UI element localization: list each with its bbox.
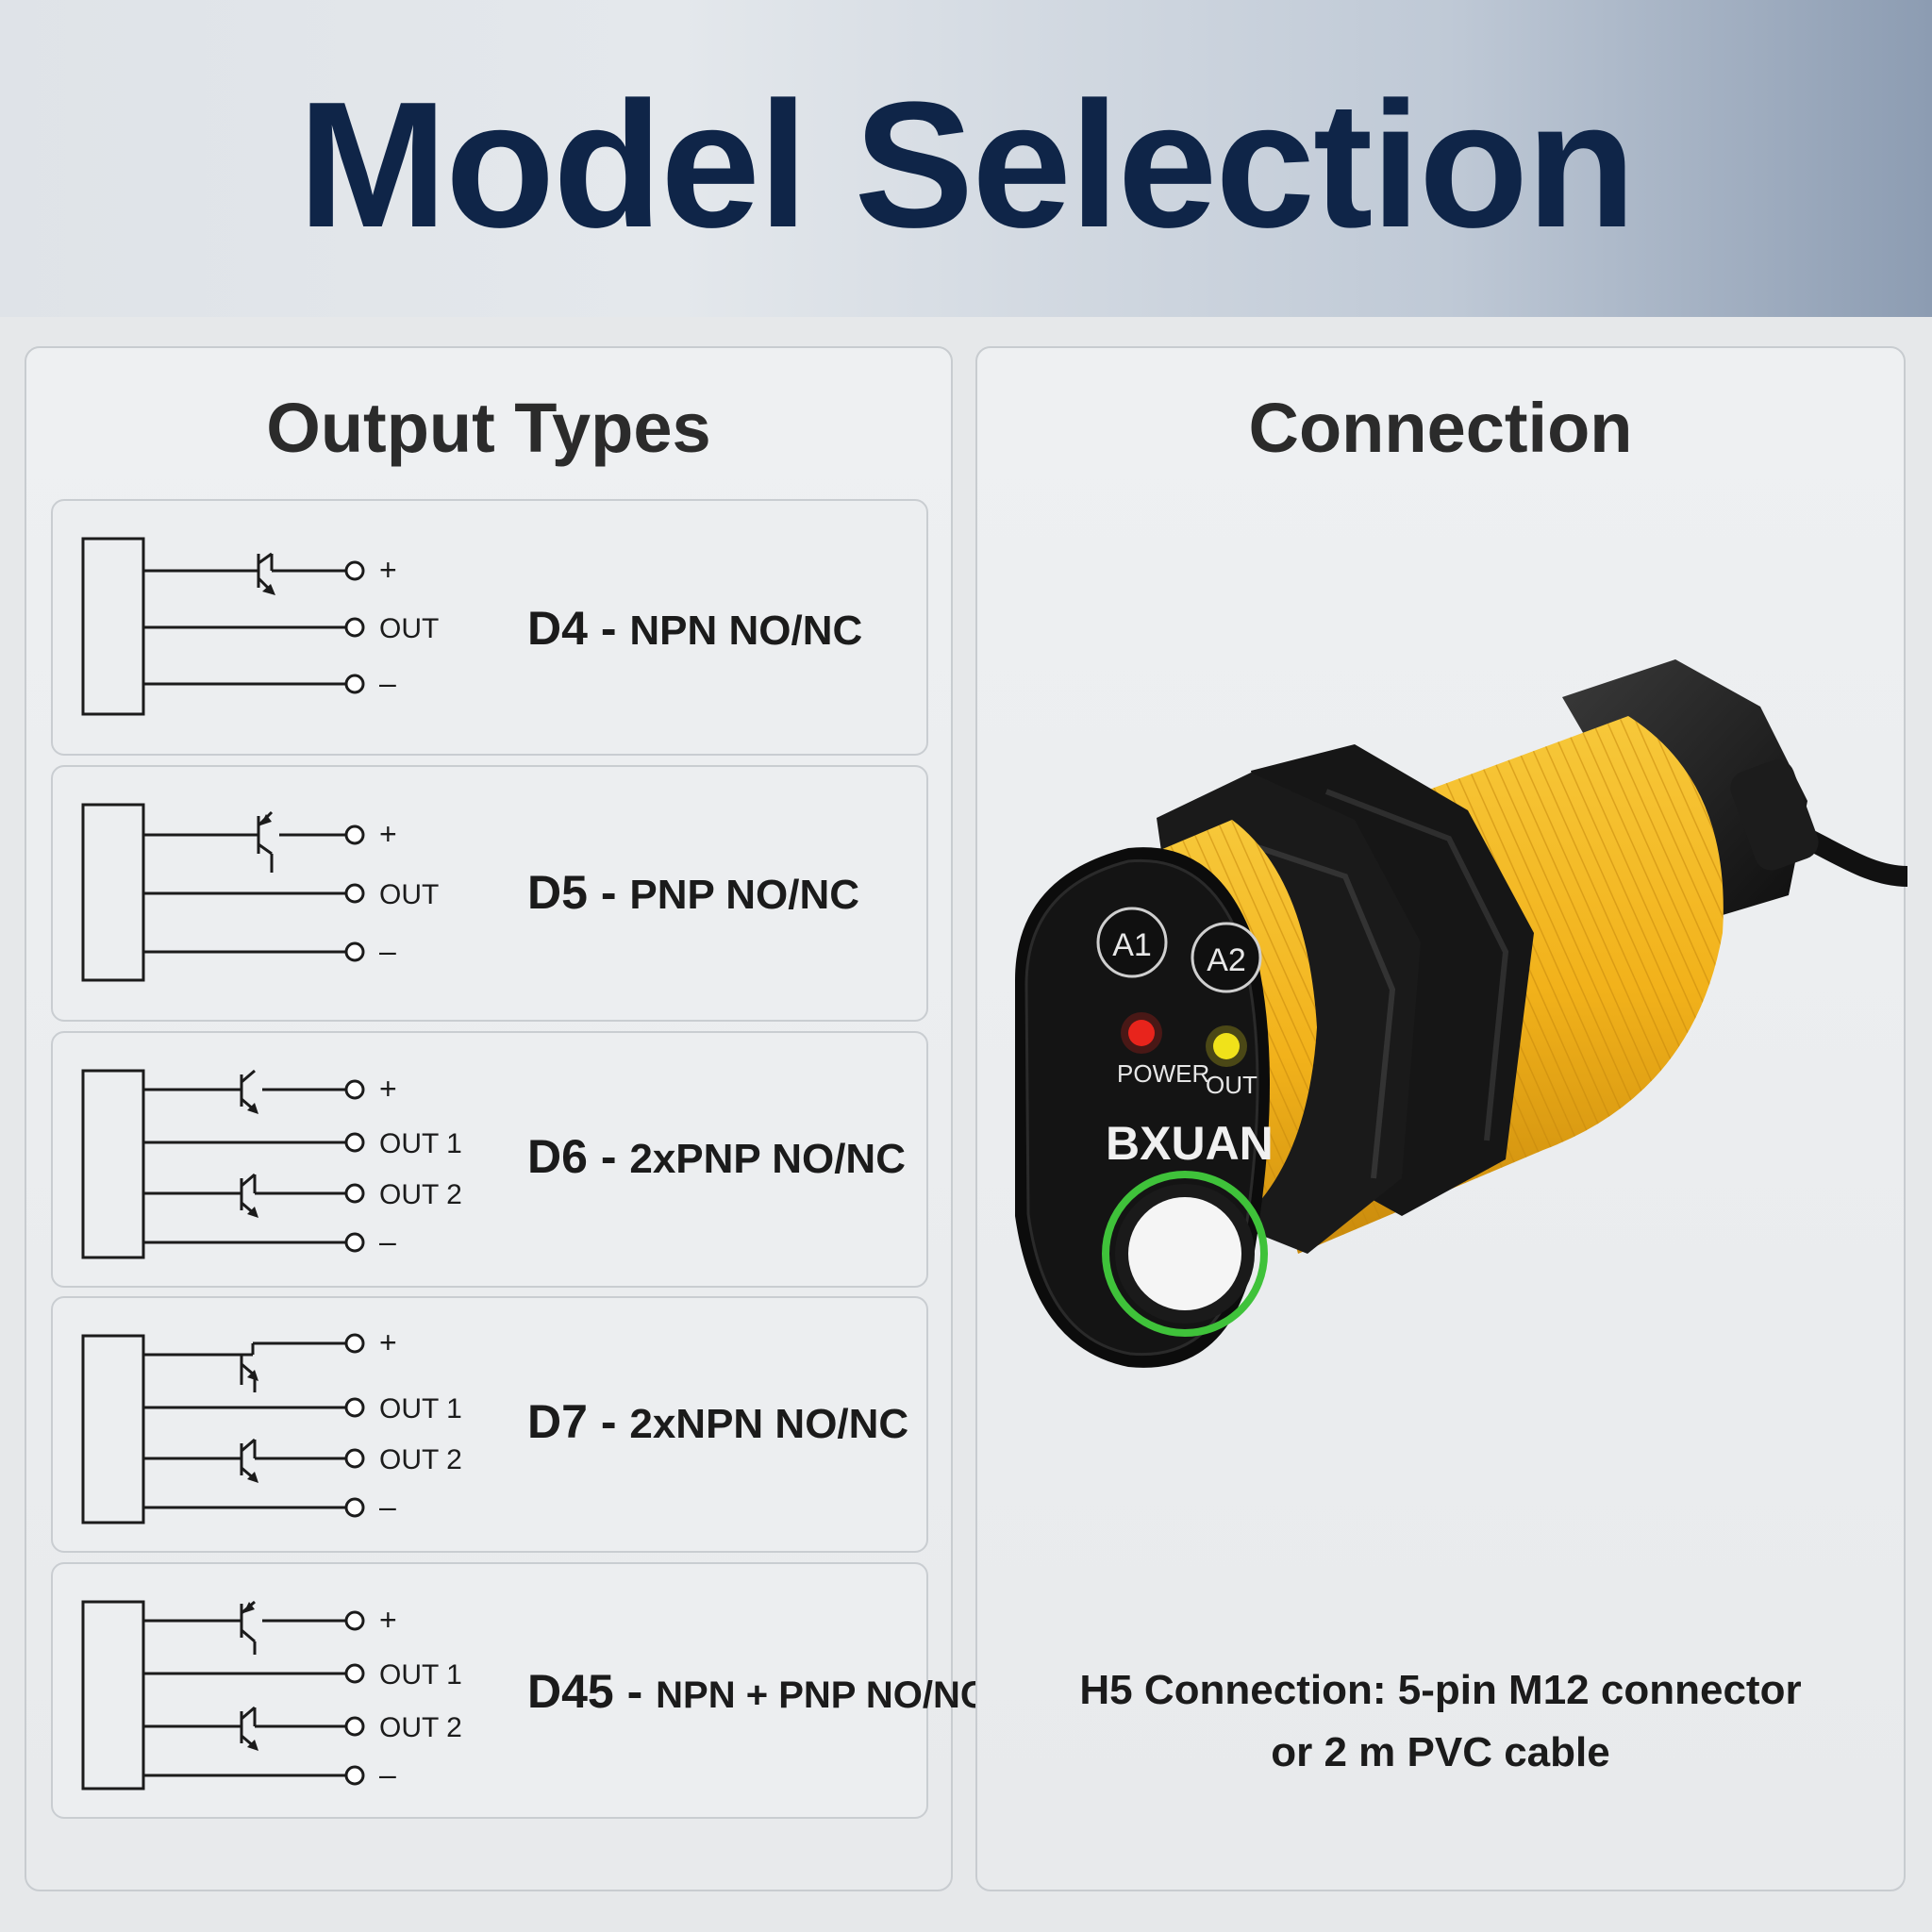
terminal-out1-label: OUT 1 <box>379 1659 462 1690</box>
pnp-wiring-diagram: + OUT – <box>81 803 439 982</box>
page-title: Model Selection <box>297 65 1636 265</box>
connection-note-line1: H5 Connection: 5-pin M12 connector <box>1079 1667 1802 1713</box>
model-code: D7 <box>527 1395 588 1448</box>
output-type-d45: + OUT 1 OUT 2 – D45 - NPN + PNP NO/NC <box>51 1562 988 1819</box>
output-types-heading: Output Types <box>266 389 711 467</box>
terminal-out2-label: OUT 2 <box>379 1712 462 1743</box>
terminal-out-label: OUT <box>379 613 439 644</box>
model-desc: NPN + PNP NO/NC <box>656 1674 988 1716</box>
terminal-plus-label: + <box>379 553 397 587</box>
npn-pnp-wiring-diagram: + OUT 1 OUT 2 – <box>81 1600 462 1791</box>
model-code-label: D7 - 2xNPN NO/NC <box>527 1398 908 1445</box>
dual-pnp-wiring-diagram: + OUT 1 OUT 2 – <box>81 1069 462 1259</box>
sensor-product-image: A1 A2 POWER OUT BXUAN <box>1015 659 1907 1368</box>
output-type-d7: + OUT 1 OUT 2 – D7 - 2xNPN NO/NC <box>51 1296 928 1553</box>
model-sep: - <box>613 1665 657 1718</box>
model-code: D5 <box>527 866 588 919</box>
connection-note: H5 Connection: 5-pin M12 connector or 2 … <box>977 1659 1904 1784</box>
model-sep: - <box>587 1395 630 1448</box>
npn-wiring-diagram: + OUT – <box>81 537 439 716</box>
model-desc: 2xNPN NO/NC <box>629 1401 909 1447</box>
model-code-label: D4 - NPN NO/NC <box>527 605 862 652</box>
connection-heading: Connection <box>1248 389 1633 467</box>
power-led-label: POWER <box>1117 1059 1209 1088</box>
output-type-d5: + OUT – D5 - PNP NO/NC <box>51 765 928 1022</box>
model-sep: - <box>587 602 630 655</box>
button-a2-label: A2 <box>1207 942 1246 978</box>
output-types-panel: Output Types + OUT – D4 - NPN NO <box>25 346 988 1891</box>
terminal-out2-label: OUT 2 <box>379 1444 462 1475</box>
connection-panel: Connection <box>975 346 1907 1891</box>
terminal-minus-label: – <box>379 666 396 700</box>
terminal-plus-label: + <box>379 817 397 851</box>
out-led-icon <box>1213 1033 1240 1059</box>
terminal-out1-label: OUT 1 <box>379 1393 462 1424</box>
terminal-plus-label: + <box>379 1325 397 1359</box>
output-type-d6: + OUT 1 OUT 2 – D6 - 2xPNP NO/NC <box>51 1031 928 1288</box>
terminal-minus-label: – <box>379 934 396 968</box>
output-type-d4: + OUT – D4 - NPN NO/NC <box>51 499 928 756</box>
dual-npn-wiring-diagram: + OUT 1 OUT 2 – <box>81 1325 462 1524</box>
terminal-minus-label: – <box>379 1490 396 1524</box>
out-led-label: OUT <box>1206 1071 1257 1099</box>
sensing-window <box>1102 1171 1268 1337</box>
model-sep: - <box>587 1130 630 1183</box>
model-code: D45 <box>527 1665 614 1718</box>
terminal-minus-label: – <box>379 1224 396 1258</box>
terminal-plus-label: + <box>379 1072 397 1106</box>
model-sep: - <box>587 866 630 919</box>
model-desc: NPN NO/NC <box>629 608 863 654</box>
brand-logo: BXUAN <box>1106 1117 1274 1170</box>
model-desc: PNP NO/NC <box>629 872 860 918</box>
terminal-out-label: OUT <box>379 879 439 910</box>
button-a1-label: A1 <box>1112 927 1152 963</box>
model-code-label: D45 - NPN + PNP NO/NC <box>527 1668 988 1715</box>
header-banner: Model Selection <box>0 0 1932 317</box>
model-code-label: D6 - 2xPNP NO/NC <box>527 1133 906 1180</box>
terminal-out1-label: OUT 1 <box>379 1128 462 1159</box>
terminal-minus-label: – <box>379 1757 396 1791</box>
model-desc: 2xPNP NO/NC <box>629 1136 906 1182</box>
terminal-out2-label: OUT 2 <box>379 1179 462 1210</box>
model-code: D4 <box>527 602 588 655</box>
power-led-icon <box>1128 1020 1155 1046</box>
terminal-plus-label: + <box>379 1603 397 1637</box>
button-a1[interactable]: A1 <box>1096 907 1168 978</box>
cable <box>1803 829 1907 887</box>
model-code-label: D5 - PNP NO/NC <box>527 869 859 916</box>
model-code: D6 <box>527 1130 588 1183</box>
connection-note-line2: or 2 m PVC cable <box>1271 1729 1610 1775</box>
button-a2[interactable]: A2 <box>1191 922 1262 993</box>
